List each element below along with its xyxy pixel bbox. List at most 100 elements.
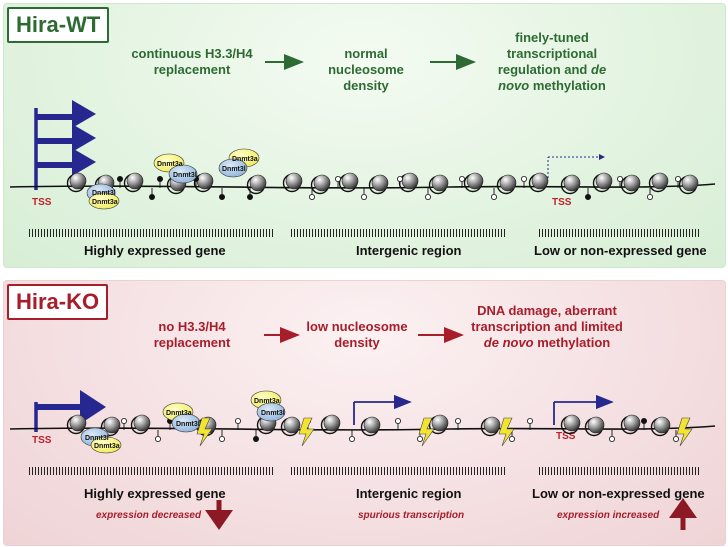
nucleosome bbox=[66, 172, 87, 193]
wt-methylation-marks bbox=[117, 175, 682, 200]
wt-dnmt3a-label-2: Dnmt3a bbox=[157, 161, 183, 168]
dna-damage-bolt bbox=[298, 417, 315, 447]
wt-flow-step-3: finely-tuned transcriptional regulation … bbox=[497, 30, 607, 93]
ko-increased-arrow bbox=[553, 394, 614, 425]
wt-region-bar-low bbox=[539, 229, 699, 237]
methyl-mark bbox=[154, 430, 161, 442]
methyl-mark bbox=[521, 175, 528, 188]
wt-dnmt3l-label-1: Dnmt3l bbox=[92, 190, 116, 197]
wt-dotted-transcription-arrow bbox=[547, 154, 605, 178]
methyl-mark bbox=[348, 430, 355, 442]
ko-transcription-arrow bbox=[34, 390, 106, 432]
ko-region-label-low: Low or non-expressed gene bbox=[532, 486, 705, 501]
methyl-mark bbox=[218, 188, 225, 200]
nucleosome bbox=[310, 174, 331, 195]
wt-region-bar-gene bbox=[29, 229, 274, 237]
nucleosome bbox=[398, 172, 419, 193]
ko-region-bar-gene bbox=[29, 467, 274, 475]
ko-tss-label-1: TSS bbox=[32, 435, 52, 446]
methyl-mark bbox=[396, 175, 403, 188]
ko-region-bar-intergenic bbox=[291, 467, 507, 475]
nucleosome bbox=[528, 172, 549, 193]
wt-tss-label-2: TSS bbox=[552, 197, 572, 208]
ko-flow-step-1: no H3.3/H4 replacement bbox=[153, 319, 231, 350]
nucleosome bbox=[620, 174, 641, 195]
wt-transcription-arrows bbox=[34, 100, 96, 190]
nucleosome bbox=[193, 172, 214, 193]
methyl-mark bbox=[641, 417, 648, 430]
methyl-mark bbox=[647, 188, 654, 200]
nucleosome bbox=[592, 172, 613, 193]
ko-note-expression-increased: expression increased bbox=[557, 510, 660, 521]
wt-dnmt-complex-2: Dnmt3a Dnmt3l bbox=[153, 153, 198, 184]
methyl-mark bbox=[156, 175, 163, 188]
ko-dnmt-complex-2: Dnmt3a Dnmt3l bbox=[162, 402, 201, 433]
ko-dnmt3a-label-2: Dnmt3a bbox=[166, 410, 192, 417]
methyl-mark bbox=[218, 430, 225, 442]
dna-damage-bolt bbox=[676, 417, 693, 447]
nucleosome bbox=[246, 174, 267, 195]
nucleosome bbox=[496, 174, 517, 195]
ko-dnmt3l-label-3: Dnmt3l bbox=[261, 410, 285, 417]
ko-dnmt-complex-3: Dnmt3a Dnmt3l bbox=[250, 390, 286, 422]
methyl-mark bbox=[252, 430, 259, 442]
wt-flow-step-2: normal nucleosome density bbox=[328, 46, 404, 93]
methyl-mark bbox=[609, 430, 616, 442]
wt-dnmt3a-label-3: Dnmt3a bbox=[232, 156, 258, 163]
panel-hira-ko: Hira-KO no H3.3/H4 replacement low nucle… bbox=[3, 280, 726, 546]
ko-note-expression-decreased: expression decreased bbox=[96, 510, 202, 521]
dna-damage-bolt bbox=[498, 417, 515, 447]
methyl-mark bbox=[585, 188, 592, 200]
nucleosome bbox=[584, 416, 605, 437]
nucleosome bbox=[560, 414, 581, 435]
ko-tss-label-2: TSS bbox=[556, 431, 576, 442]
wt-dnmt3a-label-1: Dnmt3a bbox=[92, 199, 118, 206]
methyl-mark bbox=[148, 188, 155, 200]
nucleosome bbox=[428, 174, 449, 195]
methyl-mark bbox=[121, 417, 128, 430]
ko-nucleosomes bbox=[66, 414, 671, 437]
nucleosome bbox=[320, 414, 341, 435]
ko-down-arrow bbox=[205, 500, 233, 530]
nucleosome bbox=[123, 172, 144, 193]
methyl-mark bbox=[246, 188, 253, 200]
nucleosome bbox=[650, 416, 671, 437]
wt-region-label-low: Low or non-expressed gene bbox=[534, 243, 707, 258]
methyl-mark bbox=[334, 175, 341, 188]
wt-tss-label-1: TSS bbox=[32, 197, 52, 208]
nucleosome bbox=[480, 416, 501, 437]
methyl-mark bbox=[117, 175, 124, 188]
ko-up-arrow bbox=[669, 498, 697, 530]
methyl-mark bbox=[424, 188, 431, 200]
ko-dna-damage-bolts bbox=[196, 417, 693, 447]
methyl-mark bbox=[617, 175, 624, 188]
wt-dnmt-complex-3: Dnmt3a Dnmt3l bbox=[218, 148, 260, 178]
methyl-mark bbox=[234, 417, 241, 430]
nucleosome bbox=[100, 416, 121, 437]
nucleosome bbox=[428, 414, 449, 435]
nucleosome bbox=[338, 172, 359, 193]
wt-dnmt-complex-1: Dnmt3l Dnmt3a bbox=[86, 183, 120, 210]
ko-note-spurious-transcription: spurious transcription bbox=[358, 510, 465, 521]
ko-dnmt3l-label-1: Dnmt3l bbox=[85, 435, 109, 442]
nucleosome bbox=[368, 174, 389, 195]
nucleosome bbox=[130, 414, 151, 435]
nucleosome bbox=[360, 416, 381, 437]
wt-region-bar-intergenic bbox=[291, 229, 507, 237]
methyl-mark bbox=[527, 417, 534, 430]
nucleosome bbox=[282, 172, 303, 193]
methyl-mark bbox=[490, 188, 497, 200]
ko-region-label-gene: Highly expressed gene bbox=[84, 486, 226, 501]
dna-damage-bolt bbox=[418, 417, 435, 447]
wt-dnmt3l-label-2: Dnmt3l bbox=[173, 172, 197, 179]
ko-dnmt3a-label-3: Dnmt3a bbox=[254, 398, 280, 405]
ko-flow-step-2: low nucleosome density bbox=[306, 319, 408, 350]
wt-flow-step-1: continuous H3.3/H4 replacement bbox=[131, 46, 253, 77]
nucleosome bbox=[678, 174, 699, 195]
ko-flow-step-3: DNA damage, aberrant transcription and l… bbox=[471, 303, 623, 350]
dna-damage-bolt bbox=[196, 417, 213, 447]
wt-dnmt3l-label-3: Dnmt3l bbox=[222, 166, 246, 173]
ko-dnmt3a-label-1: Dnmt3a bbox=[94, 443, 120, 450]
methyl-mark bbox=[675, 175, 682, 188]
